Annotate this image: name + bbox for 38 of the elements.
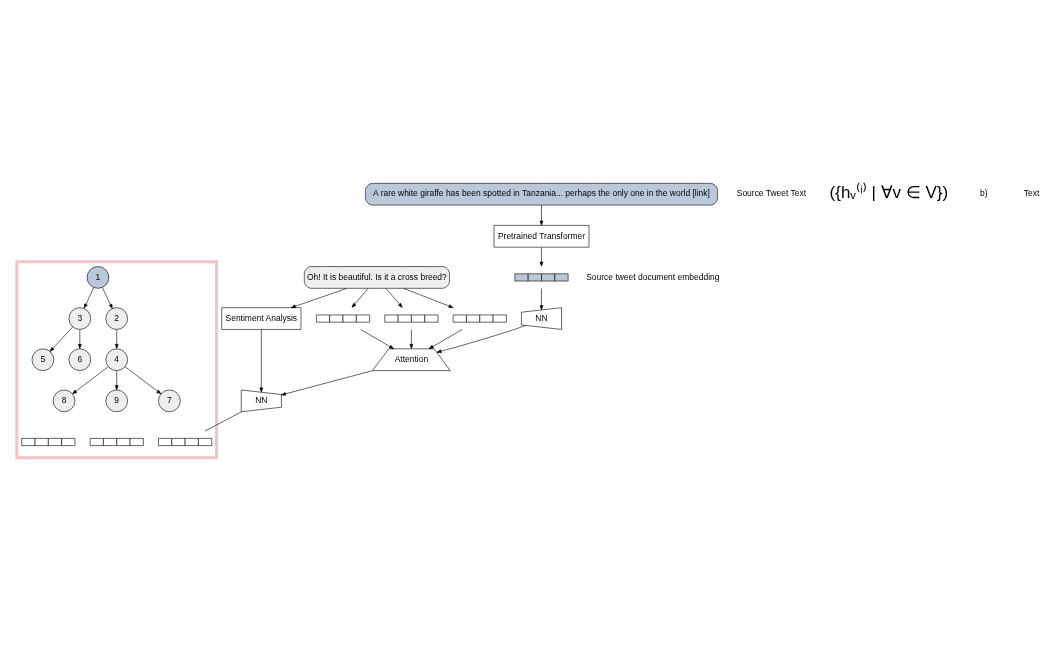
node-circle: 6 xyxy=(68,348,91,371)
cluster xyxy=(15,260,219,460)
arrow xyxy=(83,287,94,309)
arrow xyxy=(259,329,264,393)
node-box: Oh! It is beautiful. Is it a cross breed? xyxy=(304,266,450,289)
arrow xyxy=(281,370,373,396)
arrow xyxy=(124,366,162,395)
arrow xyxy=(114,329,119,349)
label: Source Tweet Text xyxy=(736,188,807,199)
node-circle: 1 xyxy=(86,266,110,289)
arrow xyxy=(351,288,369,308)
node-label: Source tweet document embedding xyxy=(586,271,720,282)
arrow xyxy=(114,370,119,390)
arrow xyxy=(78,329,82,349)
node-circle: 4 xyxy=(105,348,128,371)
arrow xyxy=(539,247,544,267)
arrow xyxy=(290,288,348,308)
node-circle: 9 xyxy=(105,389,128,413)
arrow xyxy=(385,288,403,308)
label: ({hᵥ⁽ⁱ⁾ | ∀v ∈ V}) xyxy=(829,183,949,203)
arrow xyxy=(72,366,109,395)
node-box: A rare white giraffe has been spotted in Tanzania... perhaps the only one in the world [link] xyxy=(365,183,718,206)
label: Text xyxy=(1023,188,1040,199)
arrow xyxy=(539,204,544,226)
arrow xyxy=(409,329,414,349)
node-box: Sentiment Analysis xyxy=(221,307,302,330)
arrow xyxy=(49,326,73,352)
node-circle: 2 xyxy=(105,307,128,330)
label: b) xyxy=(980,188,988,199)
arrow xyxy=(403,288,454,308)
node-circle: 3 xyxy=(68,307,91,330)
connector xyxy=(204,411,242,432)
arrow xyxy=(539,288,544,311)
node-box: Pretrained Transformer xyxy=(493,225,590,248)
arrow xyxy=(360,329,394,350)
arrow xyxy=(428,329,463,350)
arrow xyxy=(102,287,113,309)
arrow xyxy=(436,325,526,353)
